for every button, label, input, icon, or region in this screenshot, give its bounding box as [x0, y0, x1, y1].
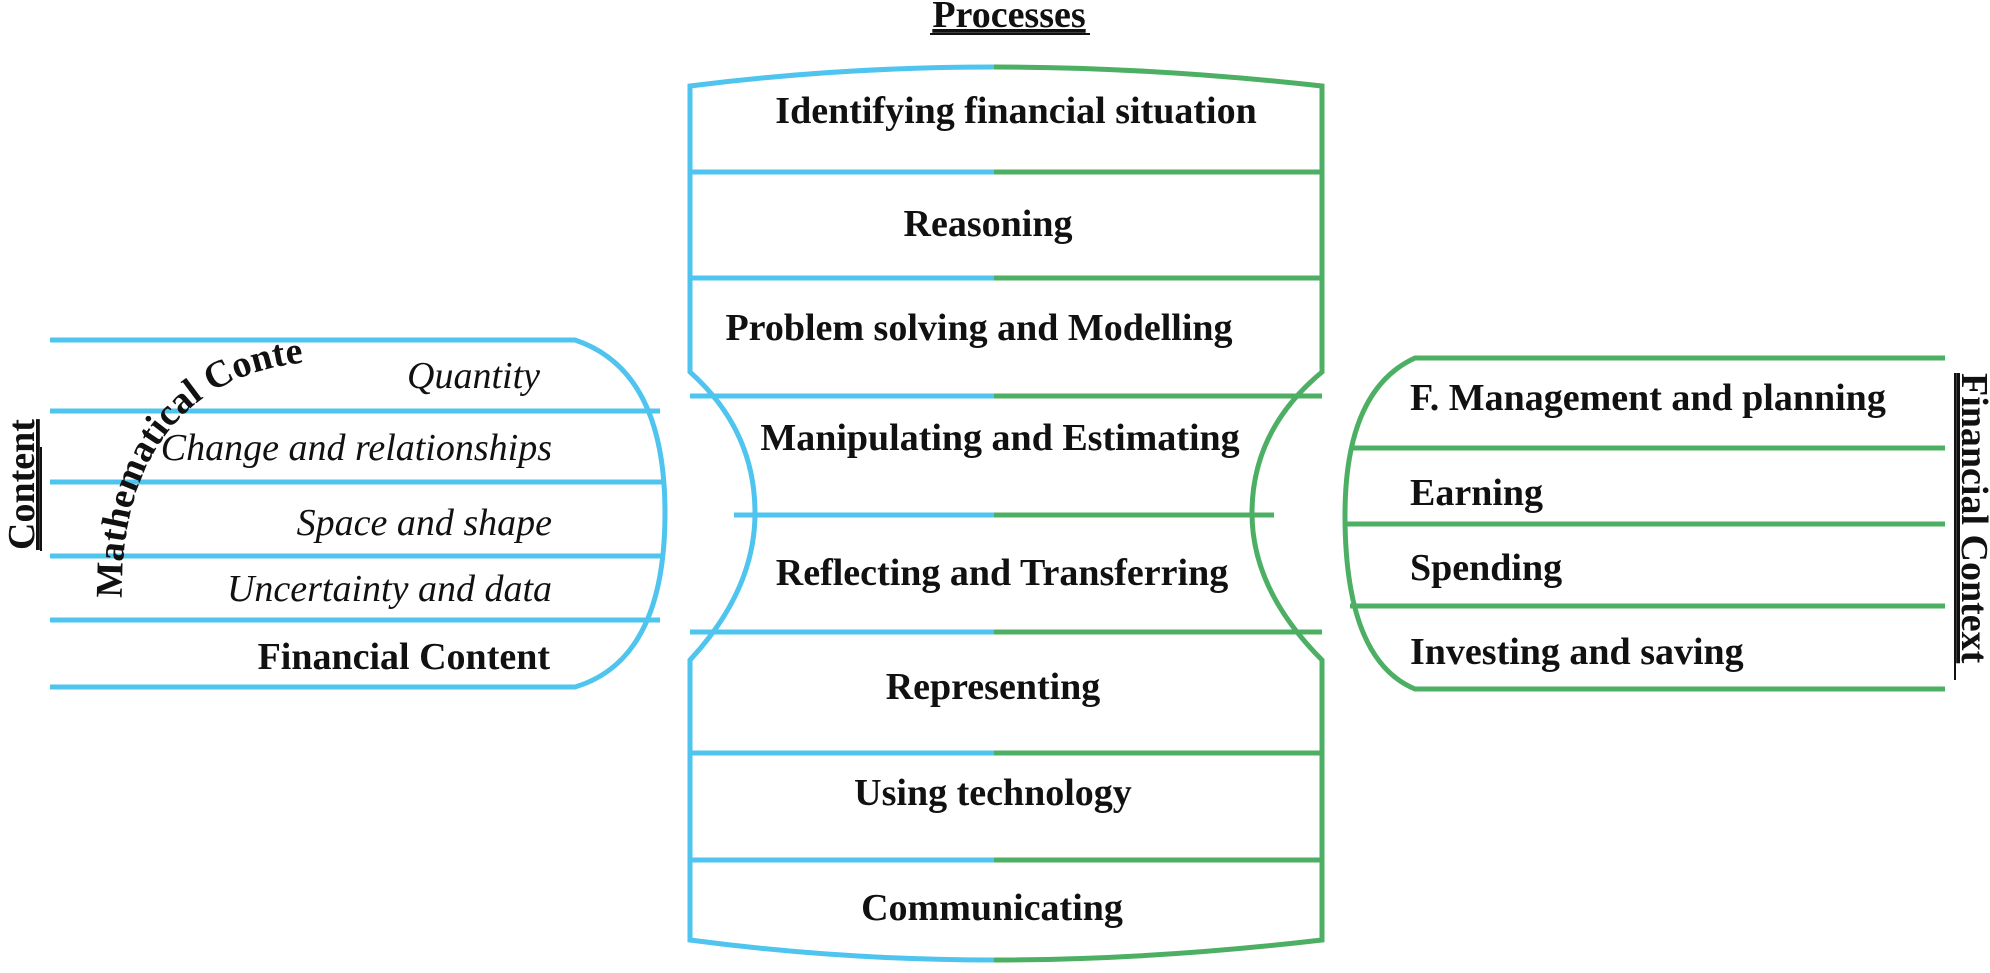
math-content-item: Space and shape — [297, 502, 553, 544]
financial-context-item: Earning — [1410, 472, 1543, 514]
content-heading: Content — [1, 419, 43, 550]
processes-heading: Processes — [932, 0, 1085, 36]
financial-context-heading: Financial Context — [1953, 373, 1990, 664]
processes-labels: Identifying financial situation Reasonin… — [725, 90, 1256, 929]
math-content-item: Quantity — [407, 355, 540, 397]
process-item: Reflecting and Transferring — [776, 552, 1228, 594]
financial-context-item: Investing and saving — [1410, 631, 1744, 673]
financial-content-label: Financial Content — [258, 636, 551, 678]
financial-context-labels: F. Management and planning Earning Spend… — [1410, 377, 1886, 673]
mathematical-content-arc-label: Mathematical Content — [0, 0, 305, 598]
financial-context-item: F. Management and planning — [1410, 377, 1886, 419]
process-item: Identifying financial situation — [775, 90, 1256, 132]
financial-context-outline — [1342, 355, 1945, 692]
mathematical-content-labels: Quantity Change and relationships Space … — [161, 355, 552, 610]
process-item: Problem solving and Modelling — [725, 307, 1232, 349]
process-item: Representing — [886, 666, 1101, 708]
process-item: Manipulating and Estimating — [760, 417, 1239, 459]
financial-context-shape — [1342, 355, 1945, 692]
process-item: Using technology — [854, 772, 1132, 814]
math-content-item: Uncertainty and data — [227, 568, 552, 610]
financial-context-item: Spending — [1410, 547, 1562, 589]
math-content-item: Change and relationships — [161, 427, 552, 469]
process-item: Communicating — [861, 887, 1123, 929]
content-shape — [50, 337, 668, 690]
processes-left-outline — [687, 64, 995, 963]
process-item: Reasoning — [904, 203, 1073, 245]
processes-right-outline — [993, 64, 1325, 963]
processes-column — [687, 64, 1325, 963]
content-outline — [50, 337, 668, 690]
